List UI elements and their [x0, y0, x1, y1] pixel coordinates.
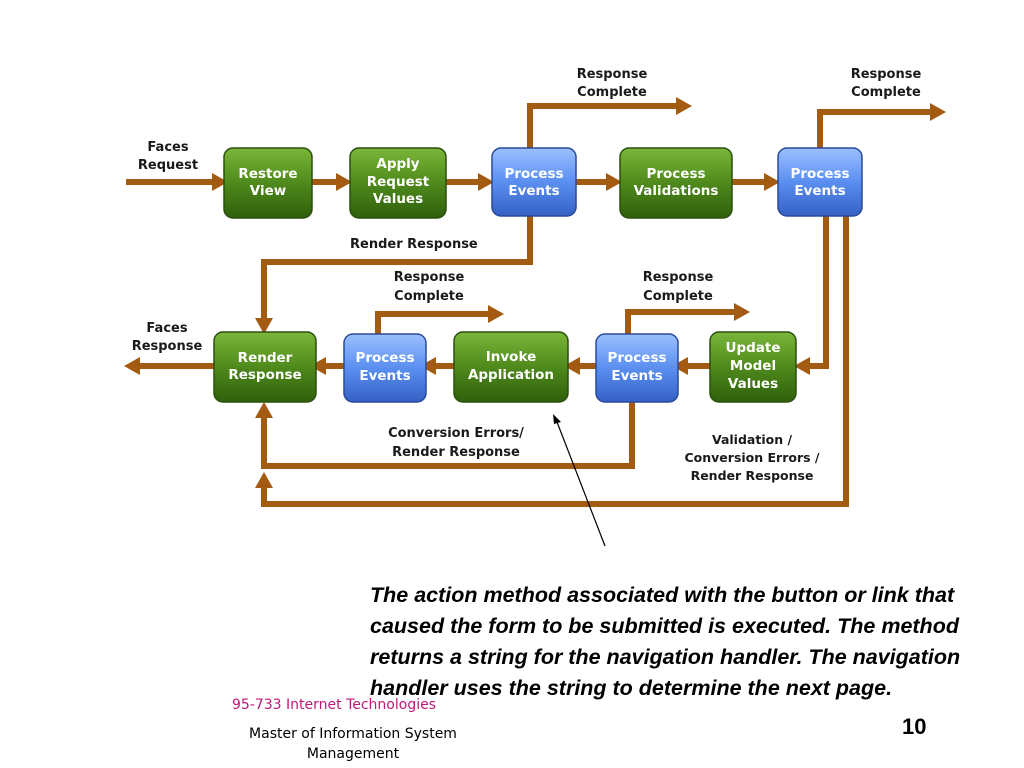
- arrowhead: [336, 173, 352, 191]
- page-number: 10: [902, 714, 927, 739]
- arrow-response-complete-4: [625, 309, 738, 334]
- arrowhead: [794, 357, 810, 375]
- arrowhead: [734, 303, 750, 321]
- annotation-pointer-line: [556, 421, 606, 547]
- arrowhead: [606, 173, 622, 191]
- arrowhead: [420, 357, 436, 375]
- arrowhead: [672, 357, 688, 375]
- label-conversion-errors: Conversion Errors/Render Response: [388, 426, 524, 460]
- arrowhead: [255, 402, 273, 418]
- arrowhead: [255, 318, 273, 334]
- arrow-process2-to-update: [806, 216, 829, 369]
- annotation-pointer-head: [553, 414, 561, 424]
- arrowhead: [488, 305, 504, 323]
- footer-course: 95-733 Internet Technologies: [232, 697, 437, 713]
- arrow-response-complete-3: [375, 311, 492, 334]
- arrowhead: [310, 357, 326, 375]
- arrowhead: [564, 357, 580, 375]
- footer-department: Master of Information System Management: [249, 726, 457, 762]
- label-validation-errors: Validation /Conversion Errors /Render Re…: [685, 432, 820, 483]
- caption-text: The action method associated with the bu…: [370, 583, 961, 700]
- arrowhead: [124, 357, 140, 375]
- arrowhead: [676, 97, 692, 115]
- arrow-conversion-errors-loop: [261, 400, 635, 469]
- arrow-validation-errors-loop: [261, 216, 849, 507]
- arrow-render-response-path: [261, 216, 533, 322]
- label-render-response-path: Render Response: [350, 237, 478, 252]
- arrowhead: [478, 173, 494, 191]
- arrowhead: [212, 173, 228, 191]
- arrow-response-complete-2: [817, 109, 935, 148]
- arrow-response-complete-1: [527, 103, 680, 148]
- arrowhead: [930, 103, 946, 121]
- arrowhead: [764, 173, 780, 191]
- arrowhead: [255, 472, 273, 488]
